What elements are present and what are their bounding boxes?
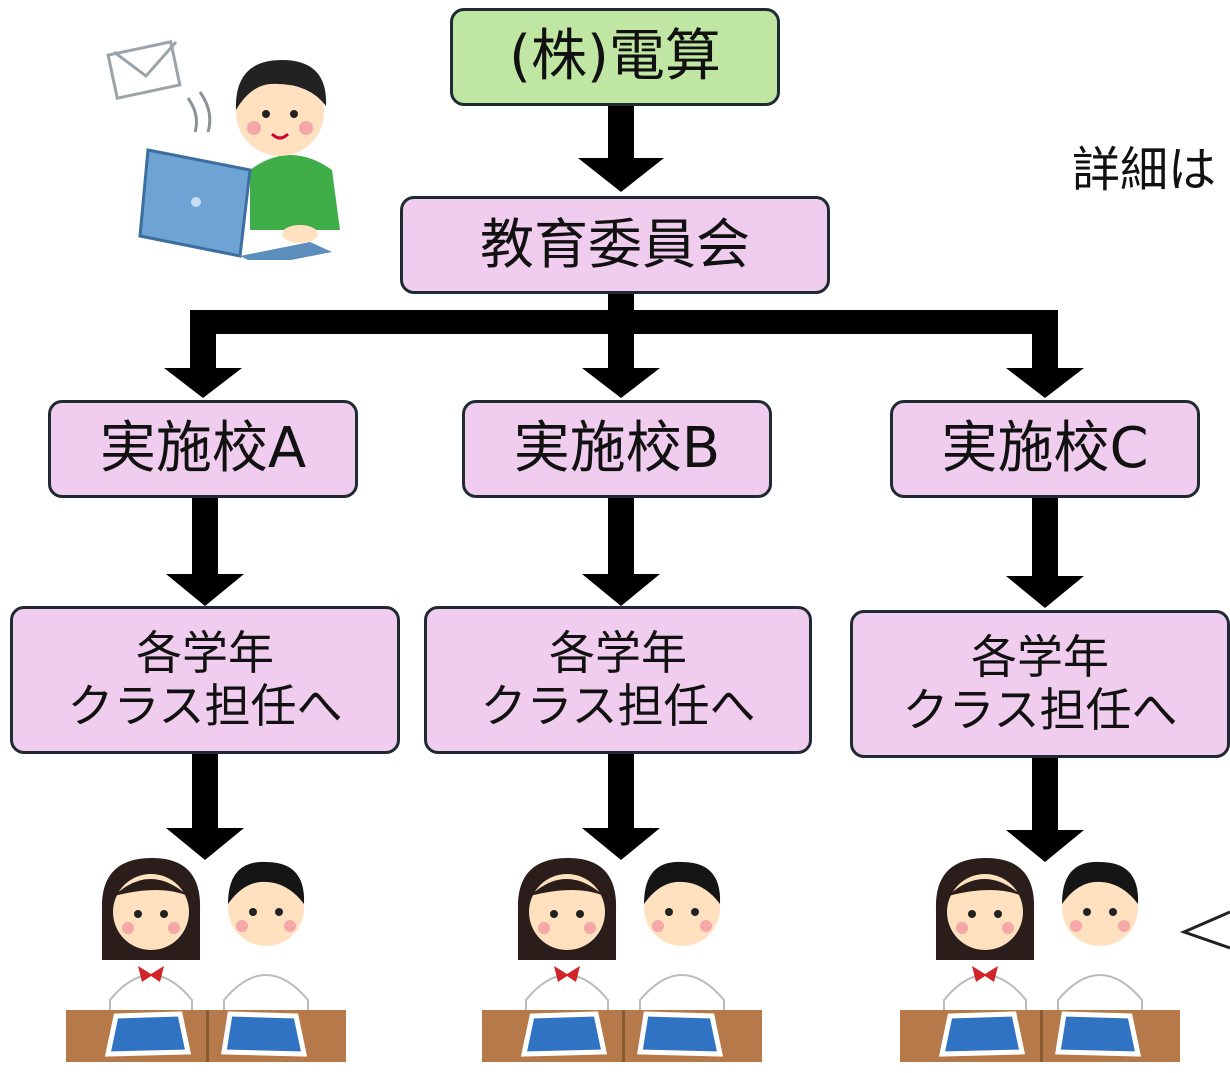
students-with-tablets-c — [900, 858, 1180, 1062]
school-b-label: 実施校B — [513, 415, 721, 481]
board-label: 教育委員会 — [480, 212, 750, 276]
school-b-box: 実施校B — [462, 400, 772, 498]
grade-b-box: 各学年 クラス担任へ — [424, 606, 812, 754]
grade-a-box: 各学年 クラス担任へ — [10, 606, 400, 754]
company-box: (株)電算 — [450, 8, 780, 106]
student-girl — [517, 858, 617, 1036]
grade-c-line2: クラス担任へ — [902, 683, 1178, 737]
grade-a-line1: 各学年 — [136, 626, 274, 681]
student-boy — [223, 861, 309, 1036]
school-c-box: 実施校C — [890, 400, 1200, 498]
grade-b-line1: 各学年 — [549, 626, 687, 681]
grade-c-line1: 各学年 — [971, 630, 1109, 685]
office-worker-laptop-illustration — [106, 40, 340, 260]
grade-a-line2: クラス担任へ — [67, 679, 343, 733]
grade-b-line2: クラス担任へ — [480, 679, 756, 733]
students-with-tablets-b — [482, 858, 762, 1062]
student-boy — [1057, 861, 1143, 1036]
school-a-label: 実施校A — [99, 415, 307, 481]
company-label: (株)電算 — [509, 23, 721, 89]
school-c-label: 実施校C — [941, 415, 1149, 481]
student-boy — [639, 861, 725, 1036]
mail-icon — [106, 40, 182, 100]
student-girl — [935, 858, 1035, 1036]
board-box: 教育委員会 — [400, 196, 830, 294]
students-with-tablets-a — [66, 858, 346, 1062]
school-a-box: 実施校A — [48, 400, 358, 498]
student-girl — [101, 858, 201, 1036]
side-note: 詳細は — [1072, 142, 1217, 198]
grade-c-box: 各学年 クラス担任へ — [850, 610, 1230, 758]
